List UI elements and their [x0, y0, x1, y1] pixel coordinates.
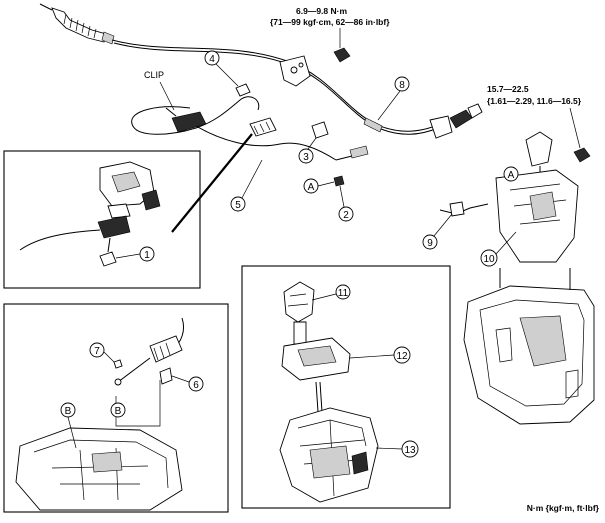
inset-transaxle-detail [3, 303, 229, 513]
callout-8-circle [394, 76, 410, 92]
cable-tip [39, 3, 53, 11]
detail-leader [171, 133, 253, 233]
callout-5-circle [230, 196, 246, 212]
cable-end-small [349, 145, 369, 159]
callout-6: 6 [193, 380, 199, 391]
callout-3: 3 [303, 152, 309, 163]
letter-b-1: B [115, 406, 122, 417]
inset-rod [117, 357, 151, 383]
lever-rod [315, 381, 319, 413]
bracket-nut [333, 47, 351, 63]
base-bracket-body [463, 285, 595, 425]
part-7-nut [113, 359, 123, 369]
letter-a-2: A [508, 170, 515, 181]
callout-6-circle [188, 376, 204, 392]
cable-end-fitting [449, 109, 473, 129]
callout-7: 7 [94, 346, 100, 357]
wiring-harness [131, 83, 337, 161]
callout-9: 9 [427, 238, 433, 249]
callout-3-circle [298, 148, 314, 164]
callout-1: 1 [144, 250, 150, 261]
harness-wire-main [131, 96, 260, 135]
harness-connector [171, 111, 207, 133]
torque-spec-top-line1: 6.9—9.8 N·m [296, 6, 347, 16]
letter-b-2: B [65, 406, 72, 417]
part-6-clip [159, 367, 173, 385]
cable-collar [101, 31, 115, 45]
callout-2: 2 [343, 210, 349, 221]
harness-wire-lower [195, 125, 337, 161]
cable-end-boot [429, 115, 453, 139]
letter-b-circle-1 [110, 402, 126, 418]
callout-5: 5 [235, 200, 241, 211]
callout-4: 4 [209, 54, 215, 65]
inset-wire [19, 229, 101, 251]
callout-10-circle [480, 249, 498, 267]
lever-detail-parts [279, 281, 379, 503]
callout-10: 10 [483, 254, 495, 265]
callout-11: 11 [338, 288, 349, 299]
shift-cable-assembly [39, 3, 483, 139]
letter-a-1: A [308, 182, 315, 193]
lever-nut [573, 147, 591, 163]
inset-clip [99, 251, 117, 267]
callout-12: 12 [396, 351, 408, 362]
torque-spec-right-line2: {1.61—2.29, 11.6—16.5} [487, 96, 582, 106]
clip-label: CLIP [144, 70, 164, 80]
harness-plug [249, 117, 277, 137]
callout-7-circle [89, 342, 105, 358]
callout-9-circle [422, 234, 438, 250]
callout-13: 13 [404, 445, 416, 456]
inset-connector-detail [3, 150, 201, 289]
torque-spec-right-line1: 15.7—22.5 [487, 84, 529, 94]
shift-knob-right [525, 131, 553, 167]
part-3-clip [311, 121, 329, 139]
callout-4-circle [204, 50, 220, 66]
clip-4-part [235, 83, 251, 97]
callout-11-circle [335, 284, 351, 300]
inset-connector [97, 215, 131, 239]
shift-knob [283, 281, 315, 323]
cable-sleeve [363, 117, 383, 133]
inset-cable-end [149, 335, 183, 363]
callout-8: 8 [399, 80, 405, 91]
letter-a-circle-2 [503, 166, 519, 182]
part-2-nut [333, 175, 345, 187]
inset-connector-parts [19, 161, 161, 267]
torque-spec-top-line2: {71—99 kgf·cm, 62—86 in·lbf} [270, 17, 390, 27]
units-note: N·m {kgf·m, ft·lbf} [527, 503, 600, 513]
callout-2-circle [338, 206, 354, 222]
cable-boot-upper [51, 7, 107, 43]
shift-lever-upper [439, 131, 591, 263]
inset-lever-detail [241, 265, 451, 509]
shifter-base-bracket [463, 268, 595, 425]
part-9 [449, 201, 465, 217]
shift-cable [111, 39, 439, 132]
transaxle-parts [15, 317, 185, 511]
